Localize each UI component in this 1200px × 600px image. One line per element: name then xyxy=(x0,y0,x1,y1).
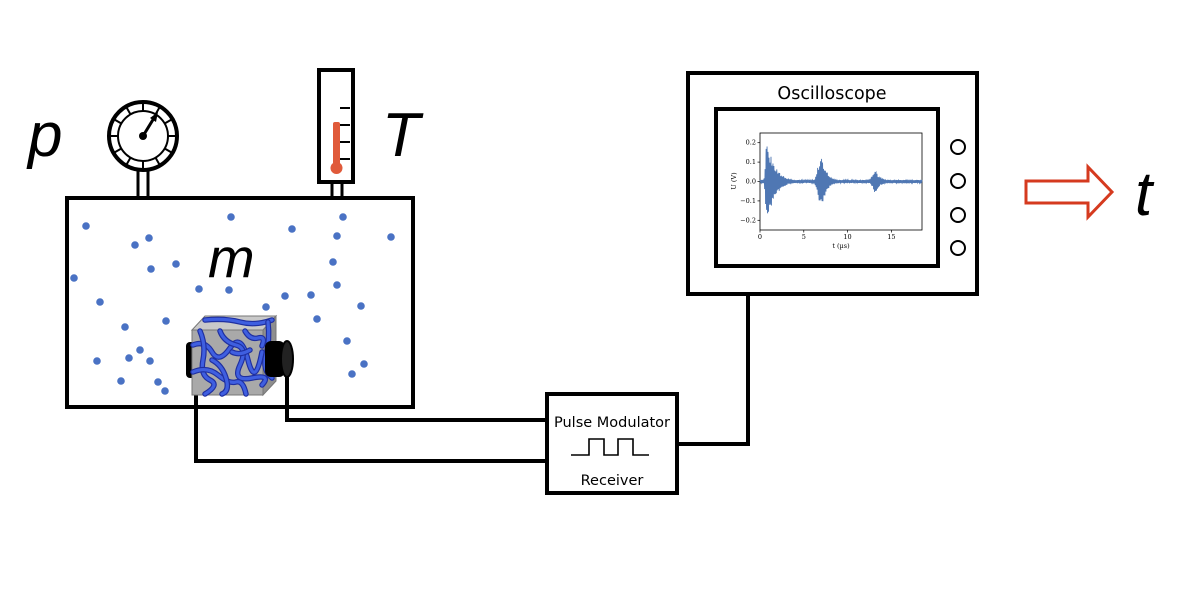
plot-xlabel: t (µs) xyxy=(832,242,850,250)
particle xyxy=(357,302,365,310)
oscilloscope-knob xyxy=(950,240,966,256)
pressure-gauge-icon xyxy=(107,100,179,200)
particle xyxy=(136,346,144,354)
pulse-modulator-receiver: Pulse Modulator Receiver xyxy=(545,392,679,495)
plot-xtick-label: 0 xyxy=(758,233,762,241)
particle xyxy=(172,260,180,268)
particle xyxy=(147,265,155,273)
pulse-wave-icon xyxy=(571,438,649,456)
temperature-label: T xyxy=(382,101,424,170)
plot-ytick-label: −0.1 xyxy=(740,197,756,205)
particle xyxy=(333,232,341,240)
receiver-label: Receiver xyxy=(581,473,644,489)
particle xyxy=(154,378,162,386)
plot-ytick-label: −0.2 xyxy=(740,216,756,224)
plot-xtick-label: 5 xyxy=(802,233,806,241)
particle xyxy=(262,303,270,311)
particle xyxy=(281,292,289,300)
particle xyxy=(161,387,169,395)
pressure-label: p xyxy=(26,101,62,170)
particle xyxy=(96,298,104,306)
particle xyxy=(348,370,356,378)
signal-plot: 0.2 0.1 0.0 −0.1 −0.2 0 5 10 15 U (V) t (µs) xyxy=(730,132,923,250)
particle xyxy=(125,354,133,362)
particle xyxy=(343,337,351,345)
thermometer-icon xyxy=(317,68,355,202)
particle xyxy=(307,291,315,299)
connection-wires xyxy=(194,294,750,463)
oscilloscope: Oscilloscope 0.2 0.1 0.0 −0.1 −0.2 0 5 10 15 U (… xyxy=(686,71,979,296)
plot-ytick-label: 0.1 xyxy=(746,158,756,166)
particle xyxy=(333,281,341,289)
pulse-modulator-label: Pulse Modulator xyxy=(554,415,670,431)
oscilloscope-knob xyxy=(950,139,966,155)
plot-ytick-label: 0.0 xyxy=(746,178,756,186)
gas-particles xyxy=(70,213,395,395)
oscilloscope-title: Oscilloscope xyxy=(777,84,886,104)
particle xyxy=(145,234,153,242)
oscilloscope-knob xyxy=(950,173,966,189)
plot-xtick-label: 10 xyxy=(843,233,851,241)
particle xyxy=(288,225,296,233)
mass-label: m xyxy=(208,226,255,289)
signal-trace xyxy=(759,146,923,214)
particle xyxy=(225,286,233,294)
particle xyxy=(162,317,170,325)
particle xyxy=(195,285,203,293)
time-label: t xyxy=(1135,160,1155,229)
particle xyxy=(117,377,125,385)
particle xyxy=(146,357,154,365)
porous-sample-cube xyxy=(186,314,294,397)
plot-ylabel: U (V) xyxy=(730,172,738,190)
right-arrow-icon xyxy=(1024,163,1115,221)
particle xyxy=(227,213,235,221)
particle xyxy=(93,357,101,365)
particle xyxy=(313,315,321,323)
gas-chamber xyxy=(65,196,415,409)
plot-xtick-label: 15 xyxy=(887,233,895,241)
particle xyxy=(339,213,347,221)
oscilloscope-knob xyxy=(950,207,966,223)
particle xyxy=(387,233,395,241)
particle xyxy=(121,323,129,331)
particle xyxy=(360,360,368,368)
plot-ytick-label: 0.2 xyxy=(746,139,756,147)
particle xyxy=(329,258,337,266)
pulse-box xyxy=(545,392,679,495)
particle xyxy=(82,222,90,230)
particle xyxy=(131,241,139,249)
particle xyxy=(70,274,78,282)
